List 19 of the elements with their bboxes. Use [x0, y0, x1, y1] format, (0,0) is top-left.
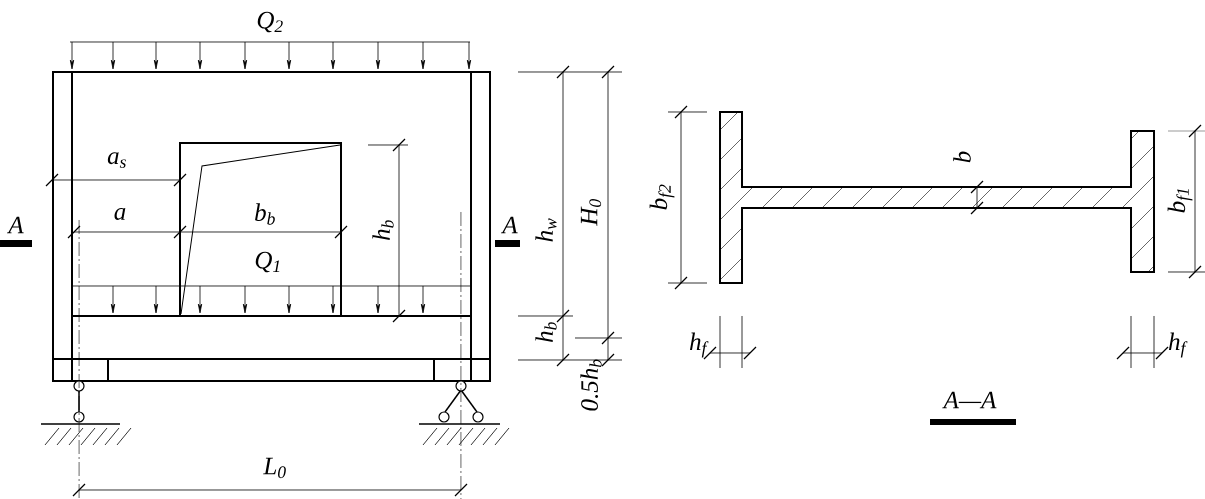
- dimension-label: L$_{0}$: [263, 457, 286, 479]
- dimension-label: h$_{b}$: [372, 220, 394, 240]
- dimension-label: h$_{w}$: [535, 218, 557, 242]
- dimension-label: b$_{f1}$: [1167, 189, 1193, 213]
- dimension-label: h$_{f}$: [690, 332, 709, 358]
- dimension-label: h$_{b}$: [535, 322, 557, 342]
- dimension-label: b$_{b}$: [255, 203, 275, 225]
- dimension-label: h$_{f}$: [1169, 332, 1188, 358]
- dimension-label: H$_{0}$: [580, 199, 602, 226]
- dimension-label: b$_{f2}$: [649, 184, 675, 210]
- dimension-label: 0.5h$_{b}$: [580, 359, 602, 411]
- dimension-label: b: [953, 151, 971, 163]
- section-title: A—A: [942, 391, 997, 409]
- section-label: A: [501, 216, 518, 234]
- load-label: Q$_{2}$: [257, 11, 283, 33]
- load-label: Q$_{1}$: [255, 251, 280, 273]
- dimension-label: a: [114, 208, 126, 220]
- dimension-label: a$_{s}$: [107, 152, 126, 168]
- section-label: A: [7, 216, 24, 234]
